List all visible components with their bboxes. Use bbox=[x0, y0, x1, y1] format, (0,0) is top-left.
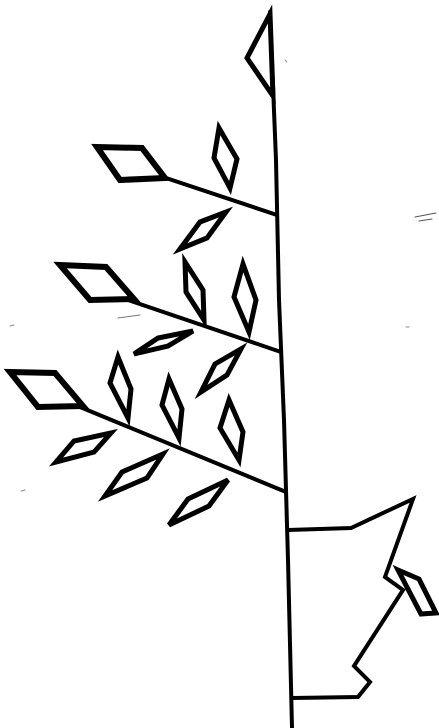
branch-1-end-leaf bbox=[97, 147, 165, 180]
floating-leaf bbox=[214, 128, 237, 188]
ink-speck bbox=[285, 60, 287, 62]
floating-leaf bbox=[105, 454, 163, 496]
branch-2-end-leaf bbox=[60, 265, 134, 300]
floating-leaf bbox=[201, 349, 241, 392]
branch-3-end-leaf bbox=[10, 372, 83, 407]
branch-1 bbox=[160, 176, 277, 215]
ink-speck bbox=[118, 315, 140, 318]
floating-leaf bbox=[180, 212, 226, 249]
ink-speck bbox=[21, 490, 25, 491]
main-stem bbox=[270, 12, 292, 728]
floating-leaf bbox=[110, 357, 131, 418]
floating-leaf bbox=[234, 264, 256, 332]
ink-speck bbox=[10, 325, 14, 326]
ink-speck bbox=[415, 213, 436, 221]
jagged-outline bbox=[288, 499, 413, 698]
floating-leaf bbox=[162, 379, 182, 438]
floating-leaf bbox=[169, 480, 228, 525]
floating-leaf bbox=[220, 400, 243, 460]
floating-leaf bbox=[134, 331, 193, 354]
floating-leaf bbox=[185, 262, 204, 320]
floating-leaf bbox=[56, 433, 111, 462]
top-triangle-leaf bbox=[247, 14, 273, 96]
